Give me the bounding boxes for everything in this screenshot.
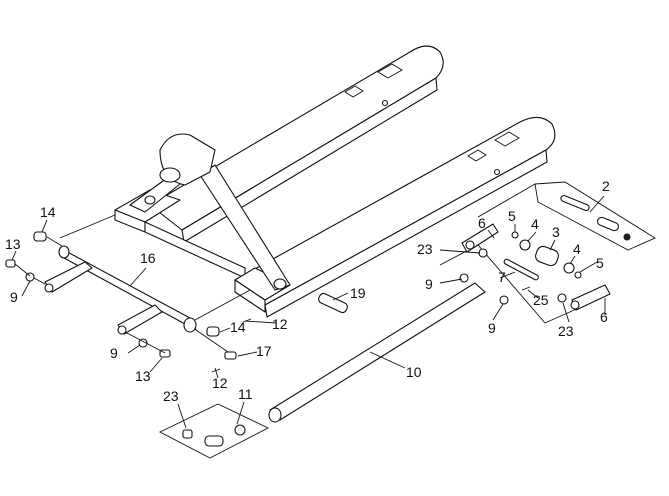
callout-12: 12 — [212, 375, 228, 391]
callout-6: 6 — [600, 309, 608, 325]
callout-labels: 2 14 13 9 16 6 5 4 3 23 4 5 9 19 7 25 12… — [5, 178, 610, 404]
callout-13: 13 — [135, 368, 151, 384]
callout-23: 23 — [417, 241, 433, 257]
part-10-tube — [268, 282, 486, 423]
lower-fork — [234, 116, 556, 318]
callout-16: 16 — [140, 250, 156, 266]
callout-9: 9 — [425, 276, 433, 292]
callout-23: 23 — [163, 388, 179, 404]
part-2-group — [534, 181, 656, 251]
callout-10: 10 — [406, 364, 422, 380]
callout-4: 4 — [531, 216, 539, 232]
small-parts-left — [5, 231, 348, 373]
callout-3: 3 — [552, 224, 560, 240]
callout-9: 9 — [110, 345, 118, 361]
callout-5: 5 — [508, 208, 516, 224]
callout-11: 11 — [238, 386, 253, 402]
callout-7: 7 — [498, 269, 506, 285]
callout-5: 5 — [596, 255, 604, 271]
callout-4: 4 — [573, 241, 581, 257]
part-16-linkage — [44, 214, 251, 335]
callout-6: 6 — [478, 215, 486, 231]
callout-23: 23 — [558, 323, 574, 339]
callout-9: 9 — [488, 320, 496, 336]
callout-14: 14 — [230, 319, 246, 335]
callout-13: 13 — [5, 236, 21, 252]
frame-body — [114, 133, 291, 313]
callout-25: 25 — [533, 292, 549, 308]
callout-14: 14 — [40, 204, 56, 220]
part-11-group — [158, 403, 270, 459]
callout-19: 19 — [350, 285, 366, 301]
callout-2: 2 — [602, 178, 610, 194]
callout-9: 9 — [10, 289, 18, 305]
callout-17: 17 — [256, 343, 272, 359]
leader-lines — [11, 195, 606, 429]
callout-12: 12 — [272, 316, 288, 332]
